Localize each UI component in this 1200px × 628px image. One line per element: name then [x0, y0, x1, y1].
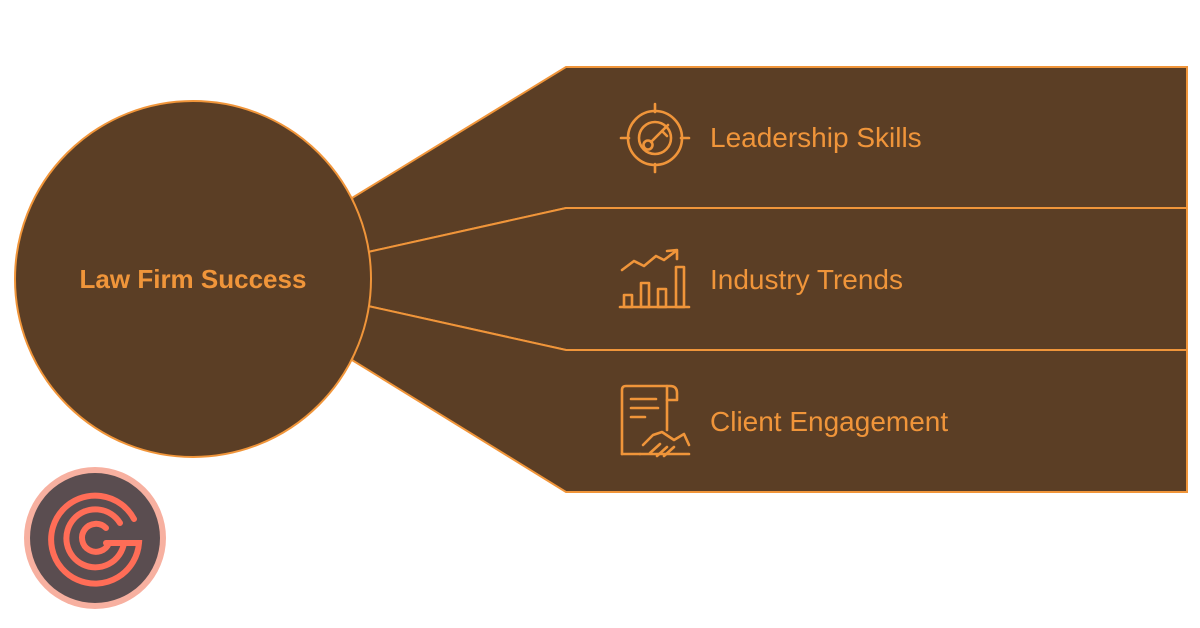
branch-label-client: Client Engagement	[710, 406, 948, 437]
bar-chart-trend-icon	[618, 248, 691, 309]
g-logo-icon	[24, 467, 166, 609]
target-key-icon	[619, 102, 691, 174]
branch-label-leadership: Leadership Skills	[710, 122, 922, 153]
center-node-label: Law Firm Success	[80, 264, 307, 294]
branch-label-industry: Industry Trends	[710, 264, 903, 295]
contract-handshake-icon	[620, 384, 691, 458]
center-node	[14, 100, 372, 458]
